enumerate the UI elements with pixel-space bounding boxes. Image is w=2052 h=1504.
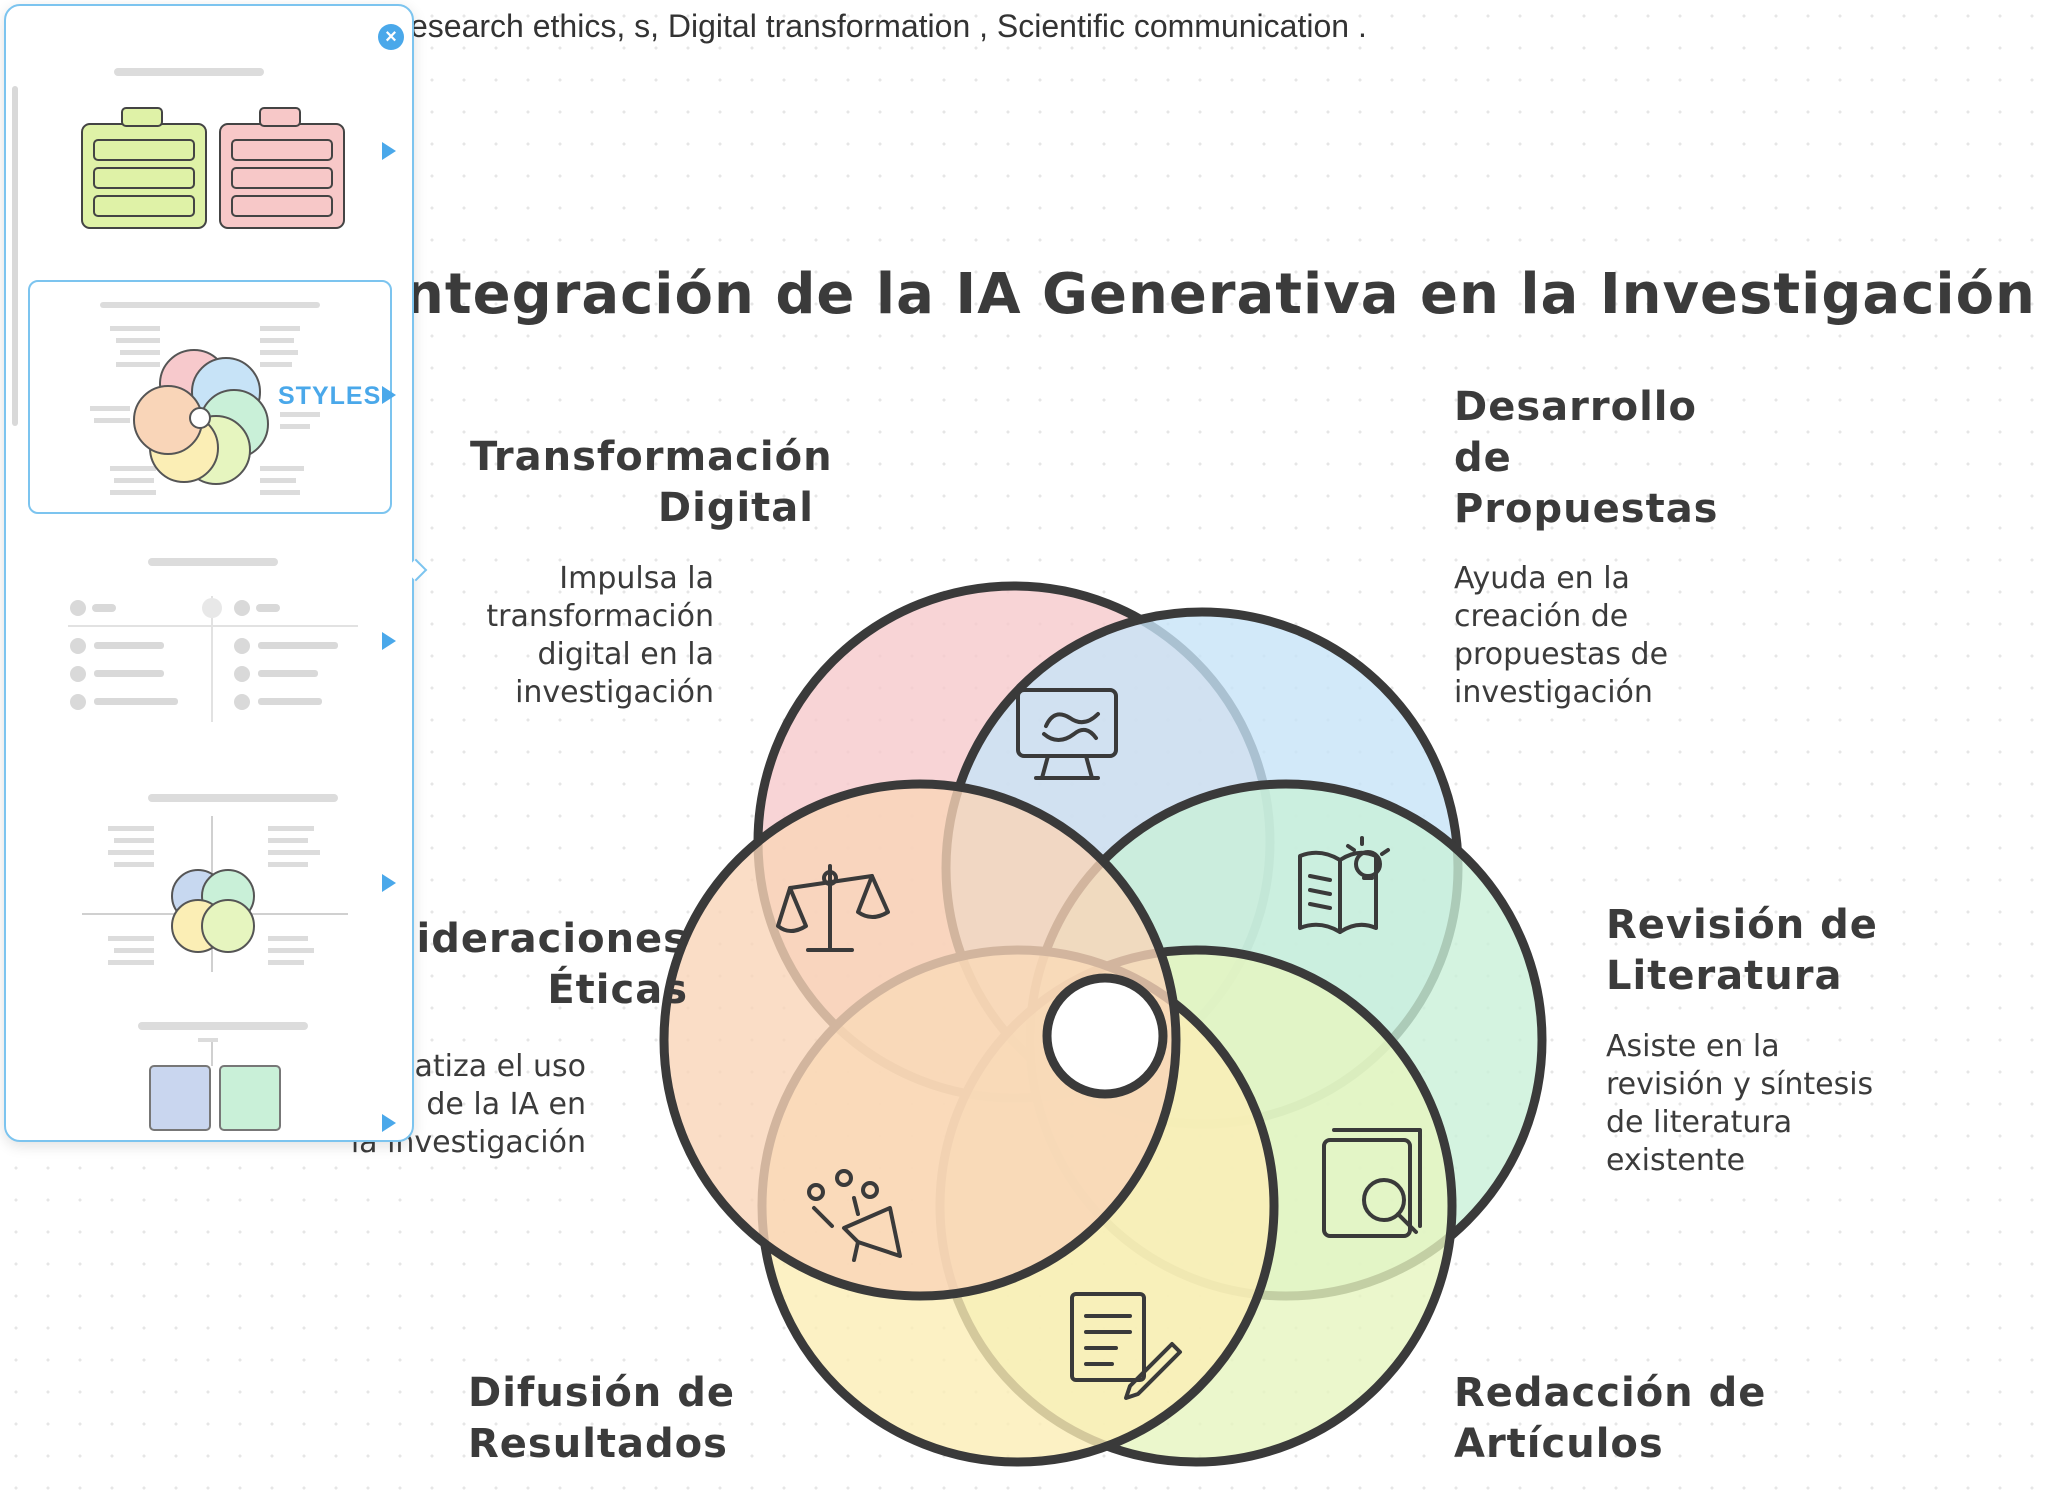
label-line: Propuestas [1454, 486, 1719, 532]
label-line: Transformación [470, 434, 833, 480]
label-line: Digital [657, 485, 814, 531]
monitor-icon [1016, 688, 1118, 780]
label-line: Desarrollo [1454, 384, 1697, 430]
desc-revision: Asiste en la revisión y síntesis de lite… [1606, 1028, 1873, 1180]
label-difusion: Difusión de Resultados [468, 1368, 735, 1470]
desc-transformacion: Impulsa la transformación digital en la … [440, 560, 714, 712]
document-pen-icon [1070, 1292, 1182, 1400]
label-revision: Revisión de Literatura [1606, 900, 1878, 1002]
label-line: Artículos [1454, 1421, 1664, 1467]
desc-line: atiza el uso [414, 1049, 586, 1084]
book-search-icon [1322, 1128, 1422, 1238]
desc-eticas: atiza el uso de la IA en ia investigació… [330, 1048, 586, 1162]
segment-eticas [659, 779, 1181, 1301]
label-redaccion: Redacción de Artículos [1454, 1368, 1766, 1470]
label-line: Literatura [1606, 953, 1843, 999]
label-line: Revisión de [1606, 902, 1878, 948]
desc-line: existente [1606, 1143, 1746, 1178]
desc-line: investigación [515, 675, 714, 710]
panel-scrollbar[interactable] [12, 86, 18, 426]
desc-line: investigación [1454, 675, 1653, 710]
megaphone-people-icon [807, 1169, 902, 1262]
desc-line: de literatura [1606, 1105, 1793, 1140]
close-icon[interactable]: × [378, 24, 404, 50]
thumb-arrow-icon[interactable] [382, 632, 396, 650]
lists-preview-icon [68, 558, 358, 722]
thumb-arrow-icon[interactable] [382, 1114, 396, 1132]
diagram-title: ntegración de la IA Generativa en la Inv… [404, 262, 2036, 327]
label-desarrollo: Desarrollo de Propuestas [1454, 382, 1719, 535]
desc-line: creación de [1454, 599, 1629, 634]
label-line: sideraciones [391, 916, 688, 962]
thumb-arrow-icon[interactable] [382, 386, 396, 404]
desc-line: propuestas de [1454, 637, 1669, 672]
keywords-text: esearch ethics, s, Digital transformatio… [410, 8, 1367, 44]
thumb-arrow-icon[interactable] [382, 142, 396, 160]
style-thumb-flower[interactable] [28, 786, 388, 986]
boxes-preview-icon [81, 68, 345, 229]
styles-label[interactable]: STYLES [278, 382, 382, 410]
label-eticas: sideraciones Éticas [380, 914, 688, 1016]
scales-icon [776, 864, 890, 952]
styles-panel[interactable]: STYLES [4, 4, 414, 1142]
label-line: Difusión de [468, 1370, 735, 1416]
label-transformacion: Transformación Digital [470, 432, 833, 534]
label-line: Éticas [547, 967, 688, 1013]
cards-preview-icon [138, 1022, 308, 1131]
style-thumb-boxes[interactable] [28, 50, 388, 250]
label-line: Resultados [468, 1421, 728, 1467]
desc-line: de la IA en [426, 1087, 586, 1122]
flower-preview-icon [82, 794, 348, 972]
swirl-preview-icon [90, 302, 320, 495]
label-line: Redacción de [1454, 1370, 1767, 1416]
book-lightbulb-icon [1298, 836, 1390, 934]
desc-line: Impulsa la [559, 561, 714, 596]
thumb-arrow-icon[interactable] [382, 874, 396, 892]
desc-line: transformación [486, 599, 714, 634]
style-thumb-swirl-selected[interactable] [28, 280, 392, 514]
style-thumb-cards[interactable] [28, 1016, 388, 1136]
label-line: de [1454, 435, 1512, 481]
desc-desarrollo: Ayuda en la creación de propuestas de in… [1454, 560, 1668, 712]
style-thumb-lists[interactable] [28, 546, 388, 736]
desc-line: Asiste en la [1606, 1029, 1780, 1064]
desc-line: Ayuda en la [1454, 561, 1630, 596]
desc-line: digital en la [537, 637, 715, 672]
desc-line: revisión y síntesis [1606, 1067, 1874, 1102]
